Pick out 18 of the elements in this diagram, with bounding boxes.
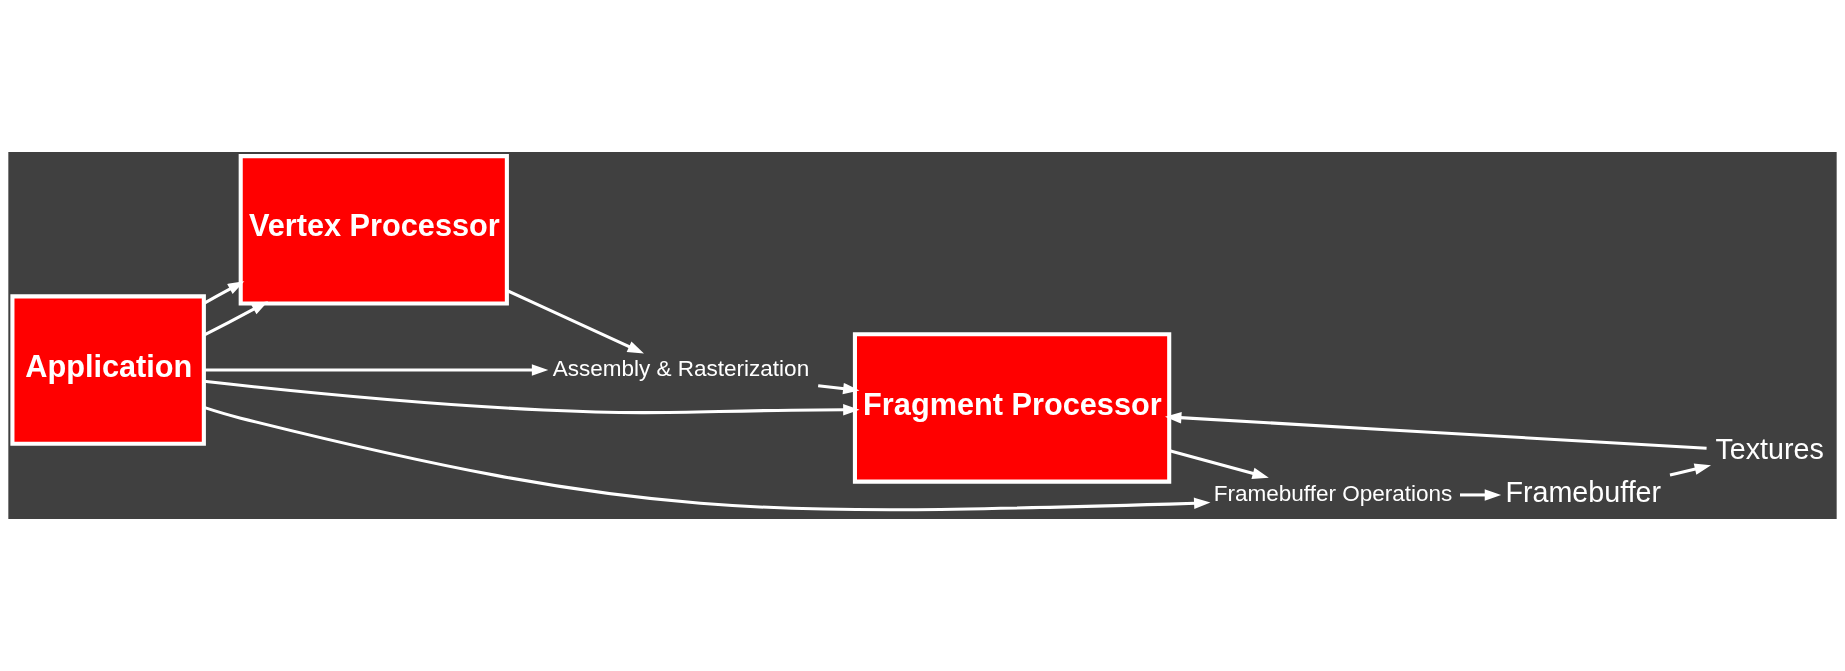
arrow [204,364,549,376]
node-text: Framebuffer Operations [1213,480,1453,506]
arrow [1168,449,1269,479]
node-box: Vertex Processor [238,154,509,306]
node-text: Assembly & Rasterization [552,355,810,381]
arrow [203,405,1211,512]
arrow [1165,412,1707,450]
arrow [203,281,245,305]
node-text: Framebuffer [1505,476,1662,509]
arrow [203,379,860,416]
arrow [506,289,644,354]
arrow [1669,463,1712,477]
arrow [203,301,269,337]
node-box: Application [10,294,206,446]
node-box: Fragment Processor [852,332,1172,484]
arrow [1460,489,1502,501]
arrow [818,382,860,395]
node-text: Textures [1715,433,1824,466]
